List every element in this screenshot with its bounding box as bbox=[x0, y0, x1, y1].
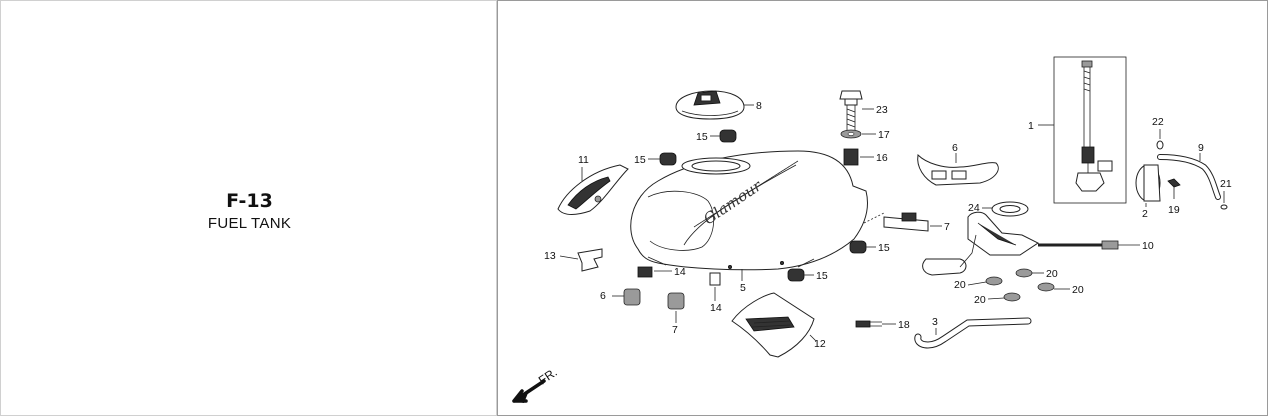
exploded-diagram-panel: Glamour 8 15 15 15 15 23 17 bbox=[497, 0, 1268, 416]
bolt-part[interactable] bbox=[839, 90, 863, 131]
mounting-rubber-part[interactable] bbox=[863, 212, 929, 232]
callout-label: 5 bbox=[740, 282, 746, 294]
exploded-diagram: Glamour 8 15 15 15 15 23 17 bbox=[512, 56, 1232, 403]
callout-label: 20 bbox=[974, 294, 986, 306]
fuel-tank-part[interactable]: Glamour bbox=[630, 150, 868, 271]
callout-label: 21 bbox=[1220, 178, 1232, 190]
callout-label: 15 bbox=[878, 242, 890, 254]
filter-cup-part[interactable] bbox=[1135, 164, 1161, 202]
callout-label: 20 bbox=[1072, 284, 1084, 296]
screw-small-part[interactable] bbox=[1167, 178, 1181, 199]
callout-label: 14 bbox=[710, 302, 722, 314]
callout-label: 6 bbox=[600, 290, 606, 302]
tank-cover-part[interactable] bbox=[731, 292, 815, 358]
screw-part[interactable] bbox=[855, 320, 882, 328]
callout-label: 6 bbox=[952, 142, 958, 154]
section-name: FUEL TANK bbox=[207, 215, 292, 232]
section-code: F-13 bbox=[226, 190, 273, 212]
nut-part[interactable] bbox=[985, 268, 1055, 302]
callout-label: 14 bbox=[674, 266, 686, 278]
damper-rubber-part[interactable] bbox=[623, 288, 685, 310]
callout-label: 16 bbox=[876, 152, 888, 164]
callout-label: 15 bbox=[696, 131, 708, 143]
clip-nut-part[interactable] bbox=[637, 266, 721, 286]
fuel-level-sender-part[interactable] bbox=[922, 211, 1119, 276]
callout-label: 18 bbox=[898, 319, 910, 331]
front-direction-arrow-icon bbox=[512, 379, 546, 403]
callout-label: 24 bbox=[968, 202, 980, 214]
callout-label: 2 bbox=[1142, 208, 1148, 220]
gasket-part[interactable] bbox=[991, 201, 1029, 217]
callout-label: 8 bbox=[756, 100, 762, 112]
callout-label: 3 bbox=[932, 316, 938, 328]
callout-label: 20 bbox=[1046, 268, 1058, 280]
callout-label: 23 bbox=[876, 104, 888, 116]
side-cover-left-part[interactable] bbox=[557, 164, 629, 215]
breather-hose-part[interactable] bbox=[914, 317, 1032, 349]
grommet-part[interactable] bbox=[659, 129, 867, 282]
hose-clip-part[interactable] bbox=[1156, 140, 1164, 150]
callout-label: 13 bbox=[544, 250, 556, 262]
fuel-cock-part[interactable] bbox=[1075, 60, 1113, 192]
callout-label: 9 bbox=[1198, 142, 1204, 154]
section-info-panel: F-13 FUEL TANK bbox=[0, 0, 497, 416]
hose-clip-small-part[interactable] bbox=[1220, 204, 1228, 210]
callout-label: 17 bbox=[878, 129, 890, 141]
callout-label: 22 bbox=[1152, 116, 1164, 128]
callout-label: 10 bbox=[1142, 240, 1154, 252]
callout-label: 15 bbox=[816, 270, 828, 282]
rubber-pad-part[interactable] bbox=[917, 153, 999, 186]
callout-label: 12 bbox=[814, 338, 826, 350]
callout-label: 20 bbox=[954, 279, 966, 291]
fuel-hose-part[interactable] bbox=[1157, 154, 1221, 200]
collar-part[interactable] bbox=[843, 148, 859, 166]
callout-label: 15 bbox=[634, 154, 646, 166]
callout-label: 7 bbox=[672, 324, 678, 336]
fuel-cock-assembly-box bbox=[1053, 56, 1127, 204]
clip-part[interactable] bbox=[577, 248, 603, 272]
callout-label: 11 bbox=[578, 154, 589, 166]
callout-label: 19 bbox=[1168, 204, 1180, 216]
callout-label: 1 bbox=[1028, 120, 1034, 132]
fuel-cap-part[interactable] bbox=[675, 90, 745, 120]
callout-label: 7 bbox=[944, 221, 950, 233]
washer-part[interactable] bbox=[840, 129, 862, 139]
